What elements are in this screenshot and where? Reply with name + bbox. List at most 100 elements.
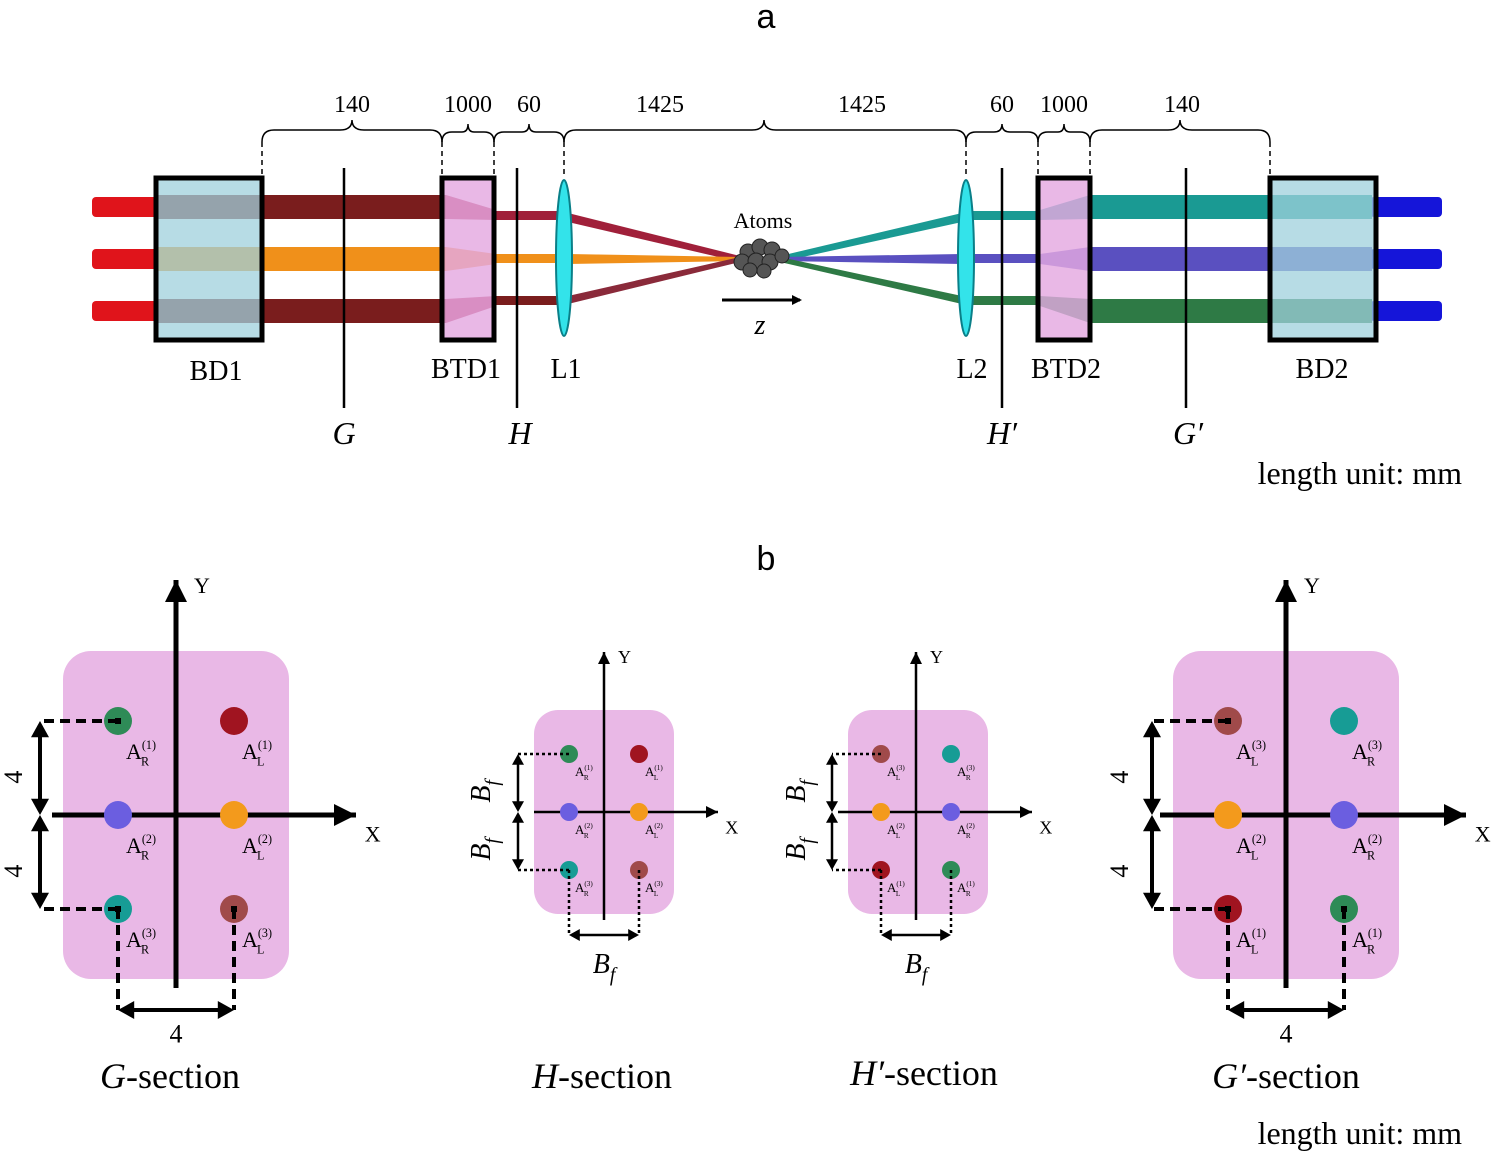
panel-a-label: a <box>757 0 776 36</box>
dimension-label-subscript: f <box>922 965 930 986</box>
bd1-box <box>153 175 265 343</box>
dot-label: A(2)R <box>575 822 593 840</box>
dimension-arrowhead <box>1143 892 1161 909</box>
dot-label-superscript: (3) <box>584 880 593 888</box>
dimension-label: Bf <box>593 949 618 986</box>
bd1-label: BD1 <box>190 356 243 387</box>
dimension-arrowhead <box>512 754 524 765</box>
beam-dot <box>630 745 648 763</box>
dot-label-letter: A <box>1352 739 1368 764</box>
dot-label-subscript: R <box>584 890 589 898</box>
input-beams <box>92 197 162 321</box>
dimension-label: 4 <box>170 1020 183 1049</box>
dimension-arrowhead <box>31 815 49 832</box>
dot-label: A(2) L <box>1236 832 1266 863</box>
dot-label: A(3)L <box>645 880 663 898</box>
dot-label-letter: A <box>575 880 585 895</box>
section-title: G′-section <box>1212 1056 1360 1096</box>
guide-marker <box>1341 906 1347 912</box>
dot-label-subscript: R <box>966 774 971 782</box>
guide-marker <box>1225 906 1231 912</box>
dot-label-letter: A <box>126 739 142 764</box>
dim-label: 140 <box>334 92 370 118</box>
y-axis-label: Y <box>618 647 631 667</box>
dimension-label: 4 <box>1105 865 1134 878</box>
btd1-label: BTD1 <box>431 354 501 385</box>
x-axis-label: X <box>365 821 381 846</box>
dot-label: A(3)R <box>126 926 156 957</box>
dimension-guide-horizontal <box>518 752 569 872</box>
dimension-arrowhead <box>1143 721 1161 738</box>
dimension-label-subscript: f <box>482 836 503 844</box>
dot-label: A(1)L <box>1236 926 1266 957</box>
dot-label-subscript: L <box>896 832 900 840</box>
dot-label: A(1) R <box>1352 926 1382 957</box>
dot-label: A(1)L <box>645 764 663 782</box>
beam-dot <box>1330 707 1358 735</box>
dimension-label-subscript: f <box>797 836 818 844</box>
plane-lines <box>342 168 1188 408</box>
x-axis-arrowhead <box>1020 806 1032 818</box>
dot-label-superscript: (1) <box>1368 926 1382 940</box>
dim-label: 60 <box>990 92 1014 118</box>
dot-label-subscript: L <box>1251 849 1258 863</box>
section-title-symbol: G′ <box>1212 1056 1247 1096</box>
dot-label-superscript: (3) <box>1368 738 1382 752</box>
dimension-arrowhead <box>217 1001 234 1019</box>
section-title: H′-section <box>849 1053 998 1093</box>
dot-label-letter: A <box>126 927 142 952</box>
dot-label-subscript: R <box>966 832 971 840</box>
dot-label-letter: A <box>242 739 258 764</box>
section-title-symbol: H <box>531 1056 560 1096</box>
dimension-arrowhead <box>118 1001 135 1019</box>
plane-g-prime-label: G′ <box>1173 415 1204 451</box>
dimension-guides <box>261 142 1271 178</box>
dimension-arrowhead <box>31 798 49 815</box>
dot-label-subscript: L <box>1251 755 1258 769</box>
dot-label-subscript: L <box>654 890 658 898</box>
dim-label: 1000 <box>444 92 492 118</box>
dot-label-subscript: R <box>584 774 589 782</box>
dot-label-letter: A <box>1236 739 1252 764</box>
dot-label-superscript: (3) <box>142 926 156 940</box>
section-title-suffix: -section <box>558 1056 672 1096</box>
dimension-arrowhead <box>826 754 838 765</box>
dot-label-letter: A <box>887 880 897 895</box>
dimension-arrowhead <box>512 801 524 812</box>
dot-label: A(3)R <box>1352 738 1382 769</box>
dot-label-letter: A <box>957 822 967 837</box>
dot-label-letter: A <box>1236 833 1252 858</box>
dot-label-letter: A <box>887 822 897 837</box>
l2-label: L2 <box>956 354 987 385</box>
dot-label-letter: A <box>1352 927 1368 952</box>
dimension-label-letter: B <box>781 786 812 803</box>
atom-cloud <box>733 238 790 279</box>
dot-label-letter: A <box>887 764 897 779</box>
dimension-labels: 140 1000 60 1425 1425 60 1000 140 <box>334 92 1200 118</box>
dimension-label: Bf <box>781 836 818 861</box>
dim-label: 1425 <box>838 92 886 118</box>
dot-label-subscript: R <box>1367 943 1376 957</box>
dot-label-subscript: L <box>654 774 658 782</box>
panel-b-label: b <box>757 540 776 578</box>
dimension-label: 4 <box>1105 771 1134 784</box>
dim-label: 1425 <box>636 92 684 118</box>
dimension-arrowhead <box>512 859 524 870</box>
dot-label-letter: A <box>126 833 142 858</box>
dimension-label: Bf <box>781 778 818 803</box>
section-title-suffix: -section <box>126 1056 240 1096</box>
dimension-label: 4 <box>0 771 28 784</box>
dot-label-superscript: (3) <box>896 764 905 772</box>
dimension-label-letter: B <box>905 949 922 980</box>
unit-note-b: length unit: mm <box>1258 1115 1463 1151</box>
x-axis-arrowhead <box>1444 804 1466 826</box>
dimension-arrowhead <box>31 892 49 909</box>
beam-dot <box>942 745 960 763</box>
dot-label-superscript: (2) <box>1252 832 1266 846</box>
dot-label: A(2)R <box>1352 832 1382 863</box>
dot-label: A(2)R <box>126 832 156 863</box>
